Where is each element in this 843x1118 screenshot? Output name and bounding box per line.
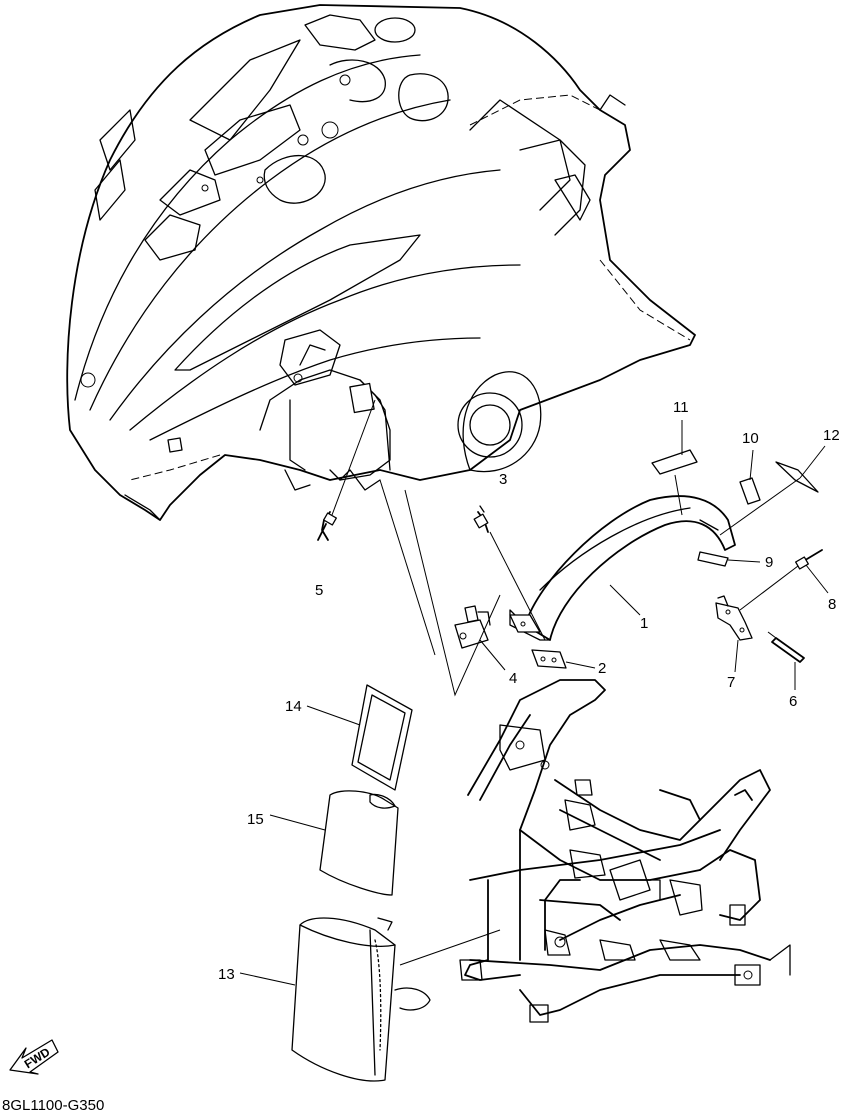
- part-6-band: [767, 631, 805, 690]
- part-12-decal: [719, 445, 826, 536]
- callout-10: 10: [742, 430, 759, 447]
- part-13-battery-case: [239, 917, 501, 1082]
- callout-14: 14: [285, 698, 302, 715]
- callout-4: 4: [509, 670, 517, 687]
- part-14-filter: [306, 684, 413, 791]
- part-1-fender-strip: [509, 495, 736, 641]
- part-4-bracket: [454, 605, 506, 671]
- callout-2: 2: [598, 660, 606, 677]
- part-11-decal: [651, 420, 698, 516]
- callout-11: 11: [673, 399, 689, 416]
- part-2-plate: [509, 614, 596, 669]
- callout-5: 5: [315, 582, 323, 599]
- part-10-decal: [739, 449, 761, 505]
- frame: [459, 679, 791, 1023]
- fuel-tank-shroud: [66, 4, 696, 521]
- fwd-arrow-icon: FWD: [9, 1039, 59, 1075]
- callout-12: 12: [823, 427, 840, 444]
- callout-3: 3: [499, 471, 507, 488]
- callout-8: 8: [828, 596, 836, 613]
- callout-7: 7: [727, 674, 735, 691]
- part-5-rivet: [317, 399, 376, 541]
- callout-13: 13: [218, 966, 235, 983]
- callout-15: 15: [247, 811, 264, 828]
- part-7-clamp: [715, 595, 753, 673]
- callout-1: 1: [640, 615, 648, 632]
- part-3-rivet: [473, 505, 546, 641]
- part-15-cover: [269, 790, 399, 896]
- part-8-rivet: [739, 549, 829, 611]
- callout-6: 6: [789, 693, 797, 710]
- assembly-leaders: [379, 479, 501, 697]
- part-9-strip: [697, 551, 761, 567]
- drawing-code: 8GL1100-G350: [2, 1097, 104, 1113]
- callout-9: 9: [765, 554, 773, 571]
- callout-labels: 1 2 3 4 5 6 7 8 9 10 11 12 13 14 15: [218, 399, 840, 983]
